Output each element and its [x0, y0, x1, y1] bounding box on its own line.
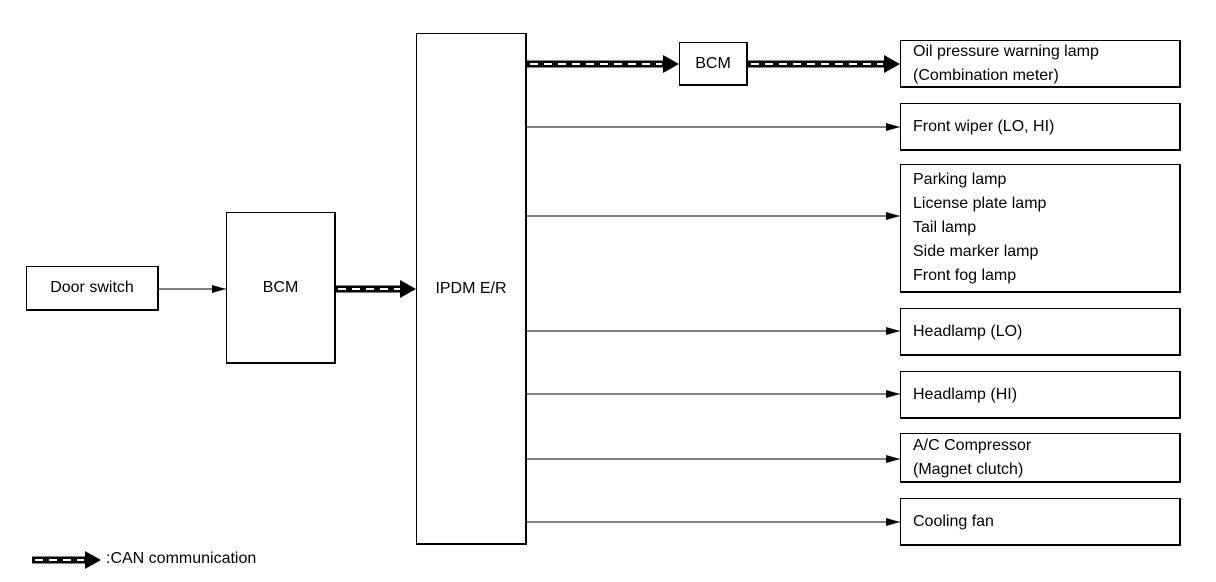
legend-can-arrow: [32, 551, 101, 569]
front-wiper-label: Front wiper (LO, HI): [913, 117, 1055, 135]
parking-lamp-label: Parking lamp: [913, 171, 1007, 188]
front-fog-lamp-label: Front fog lamp: [913, 267, 1017, 284]
bcm-input-box: BCM: [226, 212, 336, 364]
front-wiper-box: Front wiper (LO, HI): [900, 103, 1181, 151]
oil-pressure-line-1: Oil pressure warning lamp: [913, 42, 1099, 60]
bcm-input-label: BCM: [262, 278, 299, 296]
ipdm-box: IPDM E/R: [416, 33, 527, 545]
ac-compressor-line-1: A/C Compressor: [913, 436, 1032, 454]
side-marker-lamp-label: Side marker lamp: [913, 243, 1039, 260]
legend-can-label: :CAN communication: [106, 550, 257, 567]
tail-lamp-label: Tail lamp: [913, 219, 977, 236]
oil-pressure-line-2: (Combination meter): [913, 66, 1059, 84]
headlamp-lo-label: Headlamp (LO): [913, 322, 1023, 340]
license-plate-lamp-label: License plate lamp: [913, 195, 1047, 212]
lamps-box: Parking lamp License plate lamp Tail lam…: [900, 164, 1181, 293]
ipdm-label: IPDM E/R: [435, 279, 507, 297]
can-link-bcm-to-oil-pressure: [748, 55, 900, 73]
can-link-ipdm-to-bcm: [527, 55, 679, 73]
headlamp-lo-box: Headlamp (LO): [900, 308, 1181, 356]
door-switch-box: Door switch: [26, 266, 159, 311]
ac-compressor-line-2: (Magnet clutch): [913, 460, 1024, 478]
headlamp-hi-label: Headlamp (HI): [913, 385, 1018, 403]
can-link-bcm-to-ipdm: [336, 280, 416, 298]
ac-compressor-box: A/C Compressor (Magnet clutch): [900, 433, 1181, 483]
oil-pressure-lamp-box: Oil pressure warning lamp (Combination m…: [900, 40, 1181, 88]
headlamp-hi-box: Headlamp (HI): [900, 371, 1181, 419]
door-switch-label: Door switch: [50, 279, 134, 296]
bcm-output-box: BCM: [679, 42, 748, 86]
bcm-output-label: BCM: [695, 54, 731, 72]
cooling-fan-label: Cooling fan: [913, 512, 994, 530]
cooling-fan-box: Cooling fan: [900, 498, 1181, 546]
